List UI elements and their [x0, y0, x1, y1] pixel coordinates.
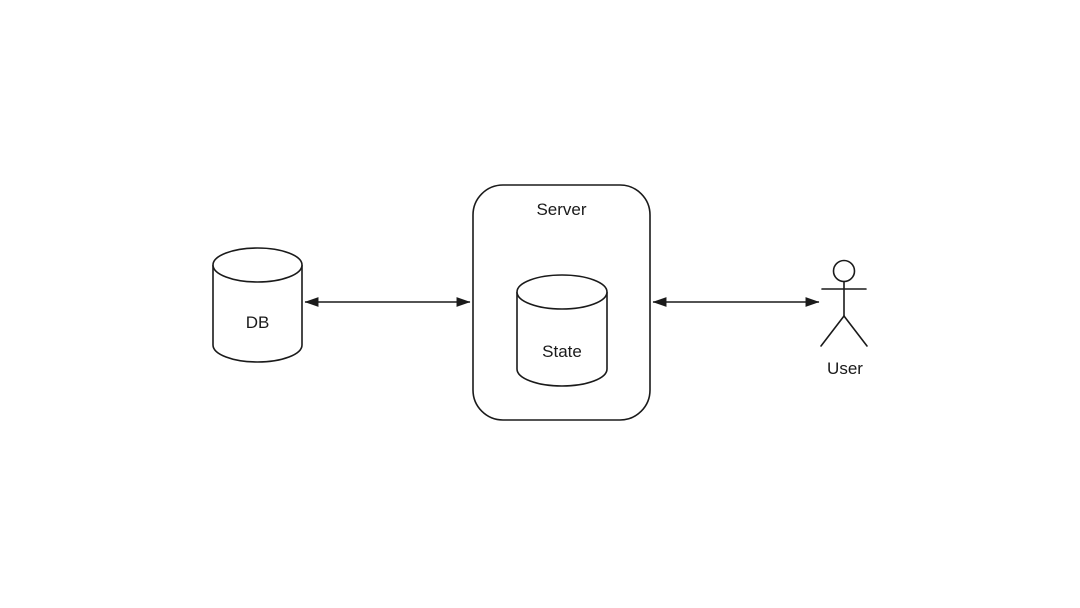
- state-cylinder-top: [516, 274, 608, 310]
- db-cylinder-body: [212, 265, 303, 363]
- user-actor-left-leg: [820, 315, 845, 347]
- db-label: DB: [246, 313, 270, 332]
- server-label: Server: [536, 200, 586, 219]
- user-actor-right-leg: [843, 315, 868, 347]
- node-server: Server State: [472, 184, 651, 421]
- node-db: DB: [212, 247, 303, 363]
- user-actor-head: [832, 259, 856, 283]
- state-label: State: [542, 342, 582, 361]
- user-label: User: [827, 359, 863, 378]
- node-state: State: [516, 274, 608, 387]
- node-user: User: [820, 259, 868, 378]
- state-cylinder-body: [516, 292, 608, 387]
- db-cylinder-top: [212, 247, 303, 283]
